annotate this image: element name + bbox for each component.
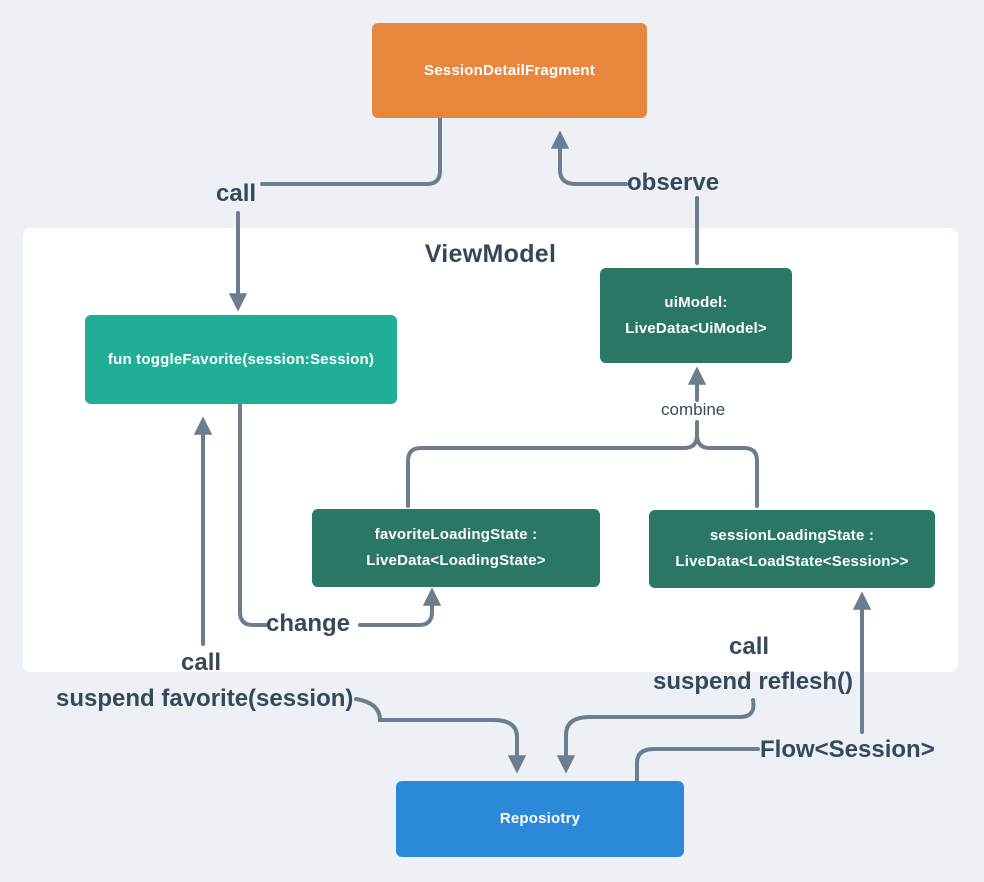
edge-suspendreflesh-to-repository-arrow <box>556 698 756 774</box>
edge-label-call-favorite: call <box>181 649 222 676</box>
edge-togglefavorite-to-change <box>238 402 268 627</box>
node-repository-label: Reposiotry <box>499 810 581 827</box>
edge-label-observe: observe <box>627 169 720 196</box>
node-favorite-loading-state: favoriteLoadingState : LiveData<LoadingS… <box>312 509 600 587</box>
node-repository: Reposiotry <box>396 781 684 857</box>
edge-observe-to-fragment-arrow <box>550 130 628 186</box>
edge-label-change: change <box>266 610 351 637</box>
edge-change-to-favoritestate-arrow <box>358 587 442 627</box>
node-favorite-loading-state-label-line1: favoriteLoadingState : <box>374 526 538 543</box>
edge-label-combine: combine <box>661 400 726 419</box>
node-session-loading-state-label-line1: sessionLoadingState : <box>709 527 875 544</box>
node-toggle-favorite-label: fun toggleFavorite(session:Session) <box>107 350 375 368</box>
node-session-detail-fragment: SessionDetailFragment <box>372 23 647 118</box>
edge-fragment-to-call <box>260 116 442 186</box>
edge-label-flow-session: Flow<Session> <box>760 736 935 763</box>
node-ui-model-label-line1: uiModel: <box>664 293 728 311</box>
edge-combine-bracket-right <box>695 433 759 508</box>
node-ui-model-label-line2: LiveData<UiModel> <box>625 319 767 337</box>
node-session-detail-fragment-label: SessionDetailFragment <box>424 61 595 79</box>
edge-label-call-session: call <box>729 633 770 660</box>
edge-label-call-fragment: call <box>216 180 257 207</box>
node-favorite-loading-state-label-line2: LiveData<LoadingState> <box>366 552 546 569</box>
edge-suspendfavorite-to-repository-arrow <box>354 697 527 774</box>
node-toggle-favorite: fun toggleFavorite(session:Session) <box>85 315 397 404</box>
edge-label-suspend-favorite: suspend favorite(session) <box>56 685 354 712</box>
node-session-loading-state: sessionLoadingState : LiveData<LoadState… <box>649 510 935 588</box>
edge-label-suspend-reflesh: suspend reflesh() <box>653 668 854 695</box>
edge-combine-bracket-left <box>406 420 699 508</box>
viewmodel-panel-title: ViewModel <box>424 240 557 268</box>
node-session-loading-state-label-line2: LiveData<LoadState<Session>> <box>675 553 909 570</box>
node-ui-model: uiModel: LiveData<UiModel> <box>600 268 792 363</box>
edge-flowsession-to-repository <box>635 747 760 783</box>
